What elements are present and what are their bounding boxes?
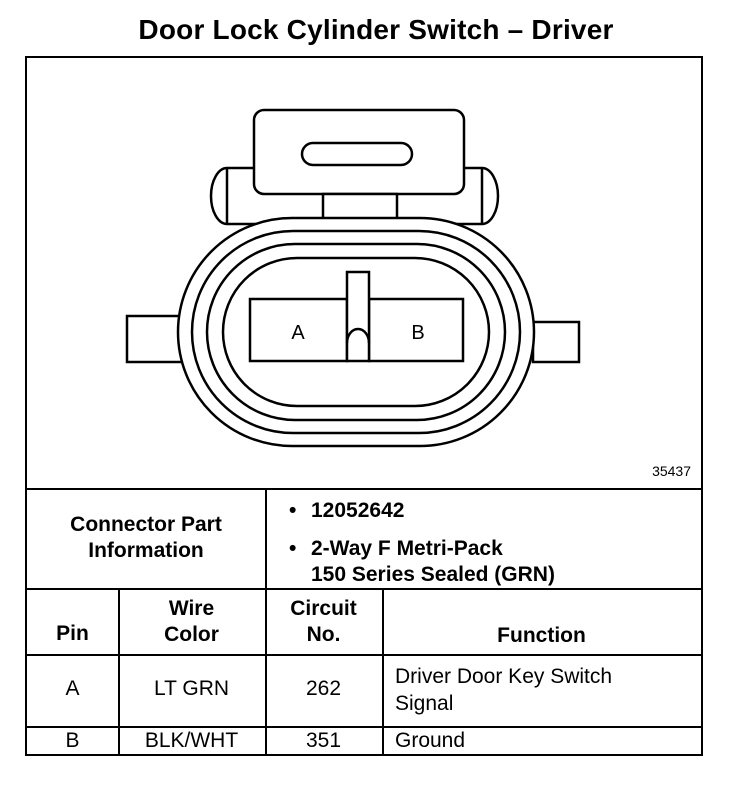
row-b-circuit: 351 — [305, 729, 342, 752]
cavity-b-label: B — [411, 322, 424, 344]
rule-col-1 — [118, 588, 120, 754]
part-number: 12052642 — [311, 499, 405, 522]
bullet-2: • — [289, 537, 297, 560]
cavity-a-label: A — [291, 322, 305, 344]
connector-description: 2-Way F Metri-Pack — [311, 537, 503, 560]
row-a-pin: A — [65, 677, 80, 700]
part-info-values: • 12052642 • 2-Way F Metri-Pack 150 Series… — [289, 498, 689, 588]
bullet-1: • — [289, 499, 297, 522]
header-wire-color: Wire Color — [164, 597, 219, 646]
rule-row-a — [27, 726, 701, 728]
rule-col-3 — [382, 588, 384, 754]
housing-ring-2 — [190, 229, 522, 435]
latch-slot — [300, 141, 414, 167]
housing-ring-3 — [205, 242, 507, 422]
right-tab — [531, 320, 581, 364]
header-function: Function — [497, 624, 586, 647]
row-a-function: Driver Door Key Switch Signal — [395, 665, 613, 715]
row-b-function: Ground — [395, 729, 466, 752]
latch-body — [252, 108, 466, 196]
row-a-wire-color: LT GRN — [153, 677, 230, 700]
figure-number: 35437 — [652, 463, 691, 479]
header-circuit: Circuit No. — [290, 597, 357, 646]
housing-inner — [221, 256, 491, 408]
page-title: Door Lock Cylinder Switch – Driver — [138, 14, 614, 45]
rule-part-info — [27, 588, 701, 590]
part-info-label: Connector Part Information — [70, 513, 222, 562]
rule-header — [27, 654, 701, 656]
left-tab — [125, 314, 185, 364]
connector-diagram: A B — [125, 108, 581, 448]
center-key — [345, 270, 371, 363]
rule-top — [27, 488, 701, 490]
rule-part-divider — [265, 488, 267, 588]
rule-col-2 — [265, 588, 267, 754]
row-b-pin: B — [65, 729, 80, 752]
cavity-a — [248, 297, 349, 363]
row-a-circuit: 262 — [305, 677, 342, 700]
connector-sheet: A B 35437 Connector Part Information • 12… — [25, 56, 703, 756]
connector-description-2: 150 Series Sealed (GRN) — [311, 563, 555, 586]
row-b-wire-color: BLK/WHT — [144, 729, 239, 752]
header-pin: Pin — [56, 622, 89, 645]
